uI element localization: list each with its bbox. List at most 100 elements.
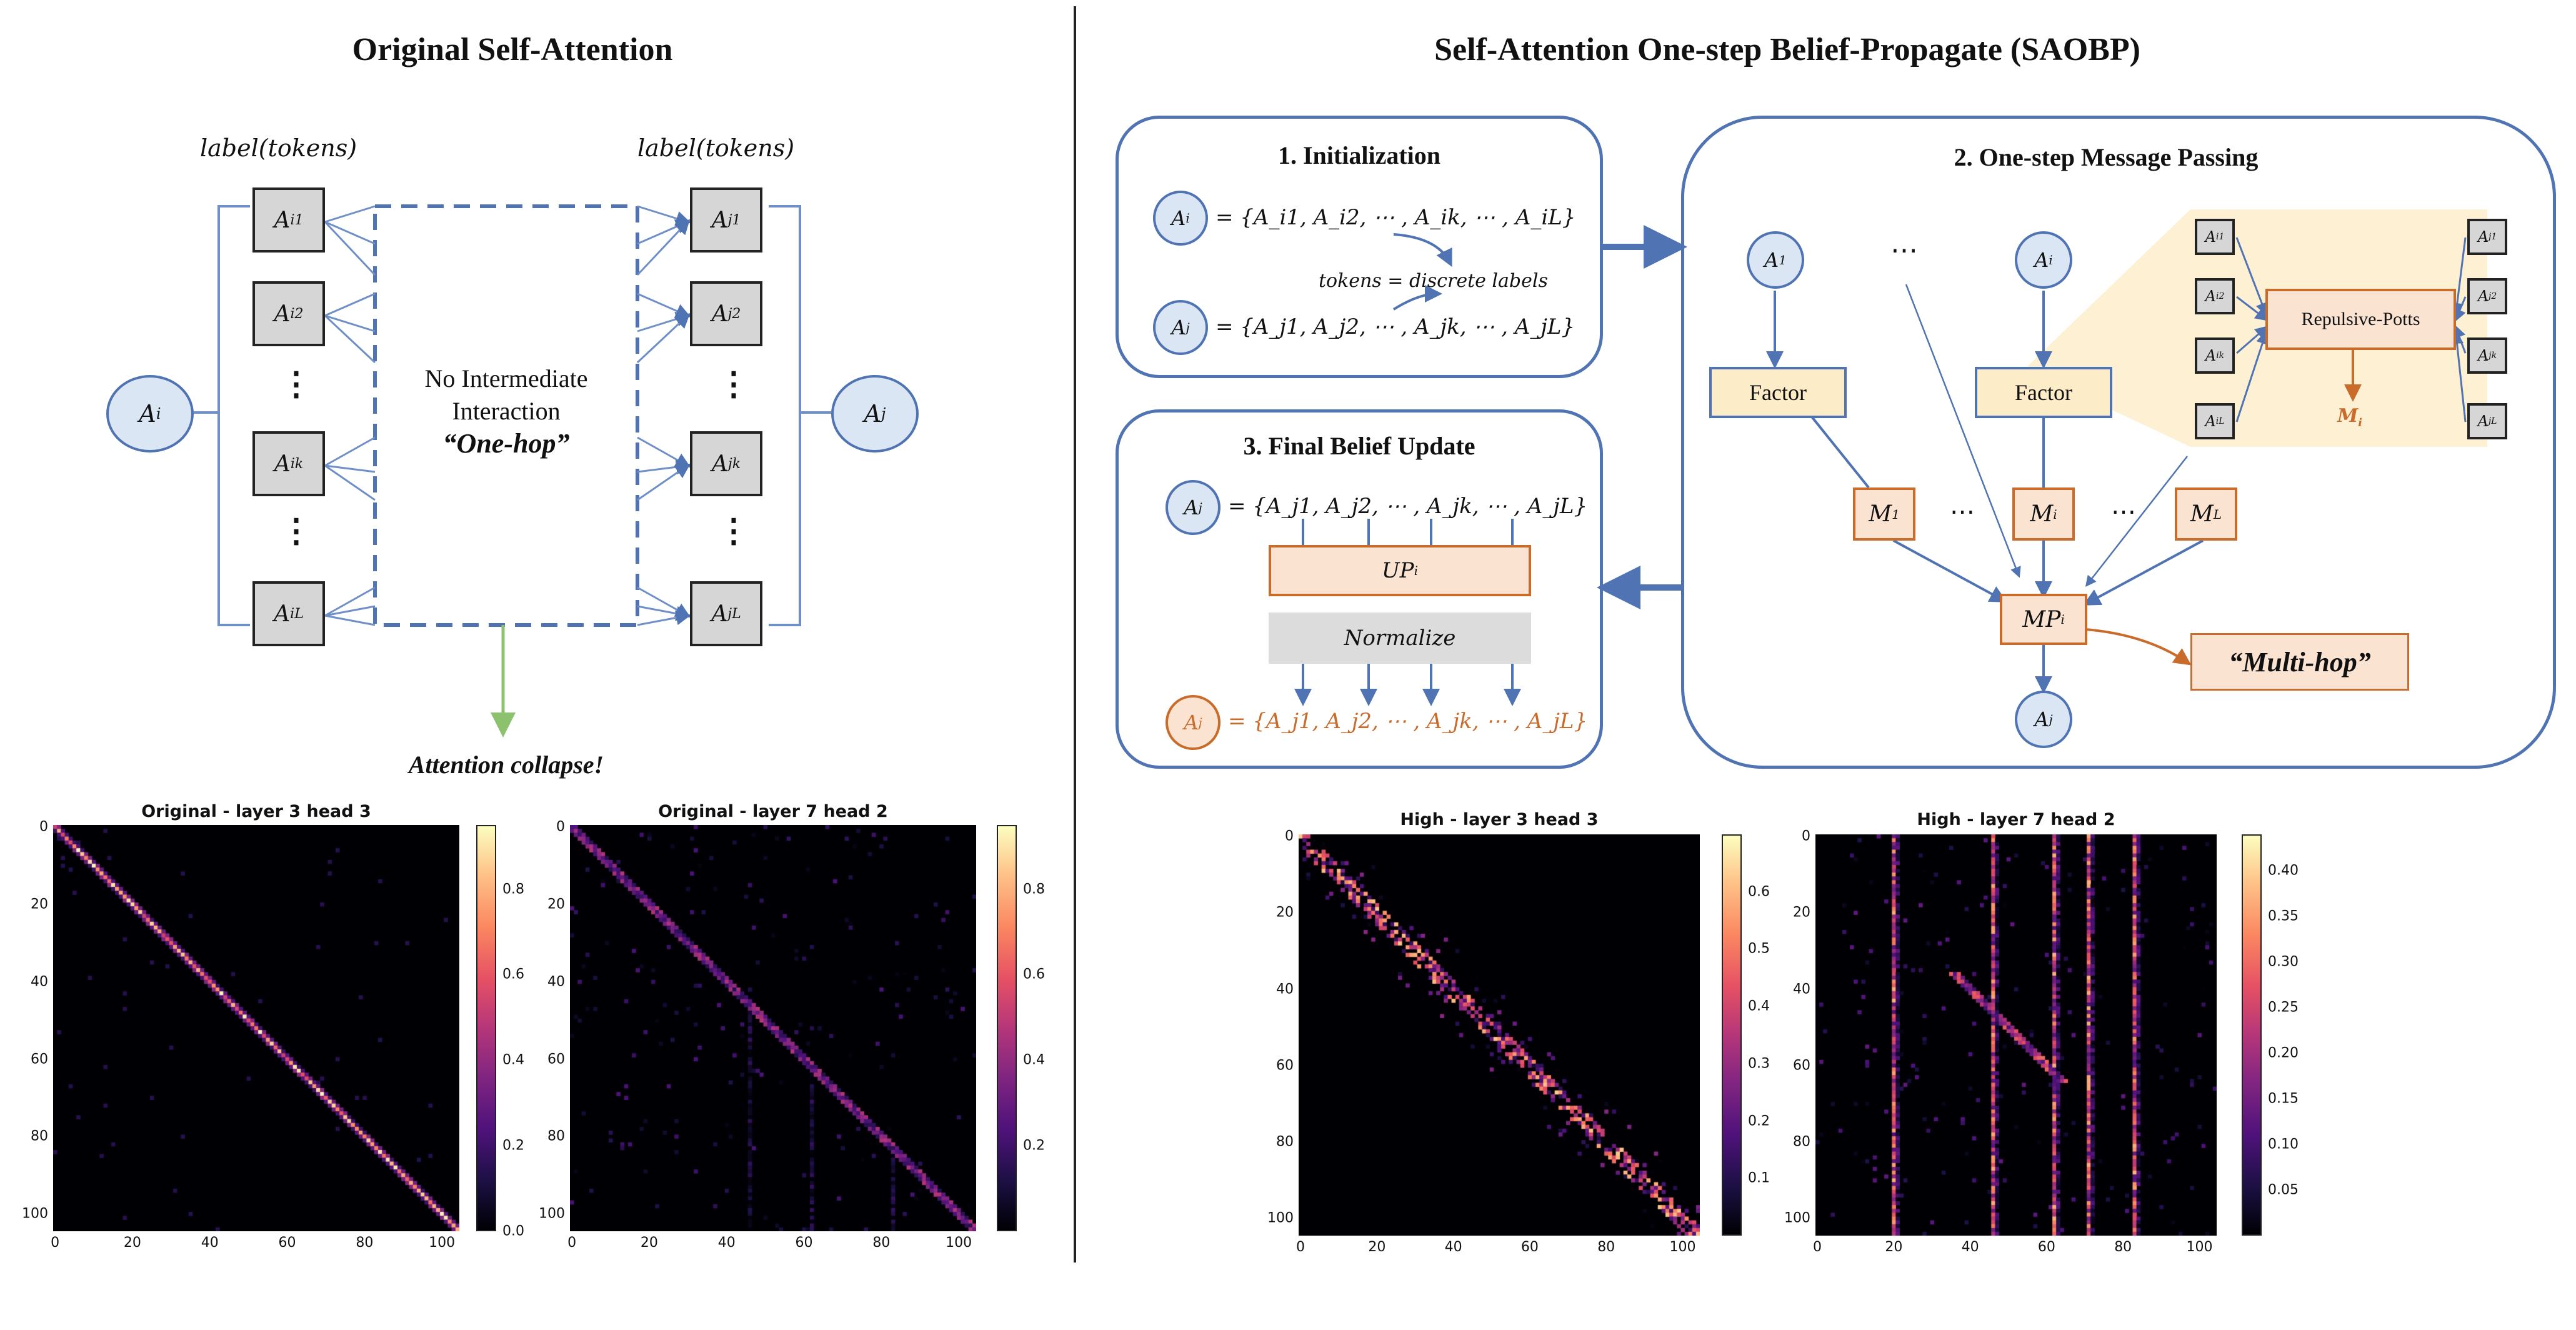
colorbar-tick-label: 0.30 [2268, 954, 2299, 970]
y-tick-label: 100 [1267, 1210, 1294, 1226]
heatmap-high-l3h3 [1299, 834, 1700, 1236]
normalize-box: Normalize [1269, 612, 1531, 664]
y-tick-label: 100 [22, 1206, 48, 1222]
right-title: Self-Attention One-step Belief-Propagate… [1434, 32, 2140, 68]
y-tick-label: 40 [1793, 981, 1810, 998]
x-tick-label: 80 [2114, 1239, 2132, 1255]
message-passing-box [1681, 116, 2556, 769]
vdots-j-1: ⋮ [717, 367, 750, 402]
init-box [1116, 116, 1603, 378]
y-tick-label: 60 [1276, 1058, 1294, 1074]
heatmap-title-4: High - layer 7 head 2 [1917, 810, 2115, 829]
y-tick-label: 0 [1802, 828, 1810, 844]
colorbar-tick-label: 0.4 [502, 1052, 524, 1068]
final-eq-bottom: = {A_j1, A_j2, ⋯ , A_jk, ⋯ , A_jL} [1228, 709, 1588, 734]
x-tick-label: 80 [1597, 1239, 1615, 1255]
heatmap-high-l7h2 [1815, 834, 2217, 1236]
y-tick-label: 80 [1276, 1134, 1294, 1150]
y-tick-label: 20 [547, 896, 565, 912]
y-tick-label: 60 [1793, 1058, 1810, 1074]
init-eq-i: = {A_i1, A_i2, ⋯ , A_ik, ⋯ , A_iL} [1216, 205, 1576, 230]
x-tick-label: 60 [795, 1235, 813, 1251]
left-title: Original Self-Attention [352, 32, 673, 68]
x-tick-label: 0 [1813, 1239, 1822, 1255]
label-tokens-right: label(tokens) [637, 134, 795, 162]
one-hop-label: “One-hop” [442, 428, 570, 459]
x-tick-label: 40 [717, 1235, 736, 1251]
colorbar-tick-label: 0.8 [1023, 881, 1045, 898]
x-tick-label: 100 [2186, 1239, 2213, 1255]
label-tokens-left: label(tokens) [200, 134, 357, 162]
panel-divider [1074, 6, 1076, 1262]
colorbar-tick-label: 0.5 [1748, 941, 1770, 957]
y-tick-label: 60 [31, 1051, 48, 1068]
repulsive-potts-box: Repulsive-Potts [2265, 289, 2456, 350]
heatmap-title-3: High - layer 3 head 3 [1400, 810, 1599, 829]
colorbar-tick-label: 0.05 [2268, 1182, 2299, 1198]
no-interaction-text: No Intermediate Interaction “One-hop” [387, 362, 625, 460]
heatmap-original-l3h3 [53, 825, 459, 1231]
y-tick-label: 40 [547, 974, 565, 990]
heatmap-title-2: Original - layer 7 head 2 [658, 802, 888, 821]
x-tick-label: 40 [1961, 1239, 1979, 1255]
colorbar-tick-label: 0.6 [1748, 884, 1770, 900]
repulsive-output-mi: Mi [2337, 405, 2363, 429]
heatmap-original-l7h2 [570, 825, 976, 1231]
y-tick-label: 100 [539, 1206, 565, 1222]
colorbar-tick-label: 0.4 [1748, 998, 1770, 1014]
factor-box-i: Factor [1975, 367, 2112, 418]
y-tick-label: 20 [31, 896, 48, 912]
x-tick-label: 40 [1444, 1239, 1462, 1255]
colorbar-tick-label: 0.35 [2268, 908, 2299, 924]
init-eq-j: = {A_j1, A_j2, ⋯ , A_jk, ⋯ , A_jL} [1216, 314, 1575, 339]
x-tick-label: 20 [1368, 1239, 1386, 1255]
final-eq-top: = {A_j1, A_j2, ⋯ , A_jk, ⋯ , A_jL} [1228, 494, 1588, 519]
x-tick-label: 100 [429, 1235, 456, 1251]
colorbar-1 [476, 825, 496, 1231]
y-tick-label: 0 [1285, 828, 1294, 844]
colorbar-4 [2242, 834, 2262, 1236]
no-interaction-line1: No Intermediate [424, 364, 588, 392]
colorbar-tick-label: 0.15 [2268, 1091, 2299, 1107]
heatmap-title-1: Original - layer 3 head 3 [141, 802, 371, 821]
attention-collapse-label: Attention collapse! [408, 751, 604, 779]
y-tick-label: 100 [1784, 1210, 1810, 1226]
x-tick-label: 20 [123, 1235, 141, 1251]
colorbar-tick-label: 0.6 [502, 966, 524, 982]
colorbar-2 [997, 825, 1017, 1231]
x-tick-label: 40 [201, 1235, 219, 1251]
colorbar-tick-label: 0.2 [1748, 1113, 1770, 1129]
init-title: 1. Initialization [1277, 141, 1441, 169]
y-tick-label: 80 [1793, 1134, 1810, 1150]
x-tick-label: 0 [567, 1235, 577, 1251]
x-tick-label: 0 [1296, 1239, 1305, 1255]
y-tick-label: 60 [547, 1051, 565, 1068]
colorbar-tick-label: 0.10 [2268, 1136, 2299, 1152]
x-tick-label: 100 [946, 1235, 972, 1251]
mp-dots-top: ⋯ [1890, 235, 1918, 266]
x-tick-label: 80 [872, 1235, 891, 1251]
x-tick-label: 60 [1520, 1239, 1539, 1255]
y-tick-label: 80 [31, 1128, 48, 1144]
y-tick-label: 40 [1276, 981, 1294, 998]
colorbar-tick-label: 0.6 [1023, 966, 1045, 982]
